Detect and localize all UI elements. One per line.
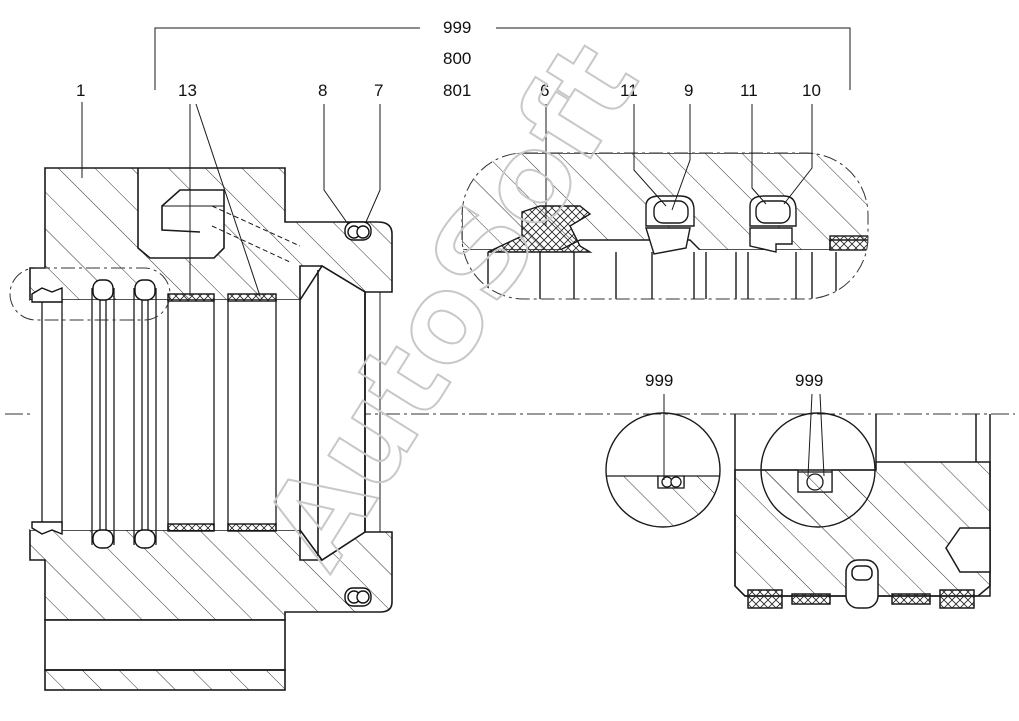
leader-lines bbox=[81, 27, 851, 480]
main-seals bbox=[31, 221, 372, 607]
detail-enlargement bbox=[461, 152, 869, 300]
partial-section bbox=[734, 414, 991, 609]
label-alt-800: 800 bbox=[443, 49, 471, 68]
label-part-8: 8 bbox=[318, 81, 327, 100]
detail-circle-left bbox=[605, 412, 721, 528]
label-part-13: 13 bbox=[178, 81, 197, 100]
label-part-1: 1 bbox=[76, 81, 85, 100]
detail-zone-outline bbox=[9, 267, 171, 321]
label-part-7: 7 bbox=[374, 81, 383, 100]
label-part-6: 6 bbox=[540, 81, 549, 100]
label-detail-left: 999 bbox=[645, 371, 673, 390]
label-part-10: 10 bbox=[802, 81, 821, 100]
label-detail-right: 999 bbox=[795, 371, 823, 390]
label-assembly: 999 bbox=[443, 18, 471, 37]
label-part-9: 9 bbox=[684, 81, 693, 100]
label-part-11-right: 11 bbox=[740, 81, 758, 100]
label-part-11-left: 11 bbox=[620, 81, 638, 100]
label-alt-801: 801 bbox=[443, 81, 471, 100]
housing-body bbox=[29, 167, 393, 691]
bore-grooves bbox=[41, 288, 277, 545]
